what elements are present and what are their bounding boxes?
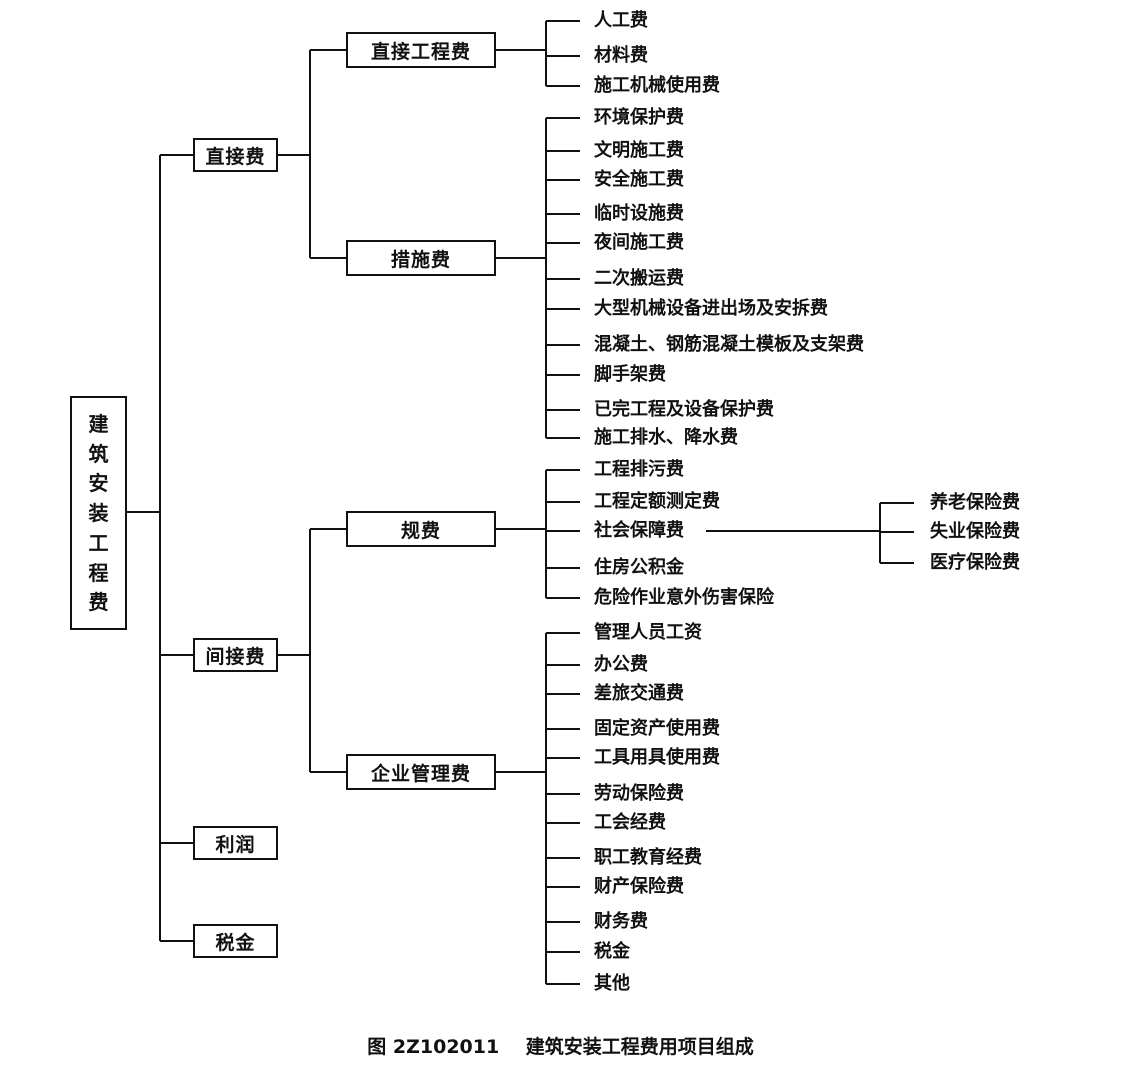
box-direct-cost: 直接费 [193,138,278,172]
leaf-item: 劳动保险费 [594,783,684,804]
leaf-item: 工程排污费 [594,459,684,480]
leaf-item: 工程定额测定费 [594,491,720,512]
leaf-item: 工会经费 [594,812,666,833]
leaf-item: 混凝土、钢筋混凝土模板及支架费 [594,334,864,355]
leaf-item: 管理人员工资 [594,622,702,643]
leaf-item: 施工排水、降水费 [594,427,738,448]
leaf-item: 材料费 [594,45,648,66]
leaf-item: 税金 [594,941,630,962]
root-char: 安 [88,471,109,496]
figure-title: 建筑安装工程费用项目组成 [525,1036,754,1058]
figure-caption: 图 2Z102011 建筑安装工程费用项目组成 [0,1032,1121,1059]
leaf-item: 环境保护费 [594,107,684,128]
leaf-item: 大型机械设备进出场及安拆费 [594,298,828,319]
box-direct-engineering-cost: 直接工程费 [346,32,496,68]
leaf-item: 财务费 [594,911,648,932]
leaf-item: 施工机械使用费 [594,75,720,96]
leaf-item: 二次搬运费 [594,268,684,289]
root-box-construction-cost: 建 筑 安 装 工 程 费 [70,396,127,630]
box-tax: 税金 [193,924,278,958]
leaf-item: 财产保险费 [594,876,684,897]
leaf-item: 文明施工费 [594,140,684,161]
leaf-item: 职工教育经费 [594,847,702,868]
leaf-item: 办公费 [594,654,648,675]
leaf-item: 安全施工费 [594,169,684,190]
leaf-item: 住房公积金 [594,557,684,578]
box-indirect-cost: 间接费 [193,638,278,672]
figure-number: 图 2Z102011 [367,1036,500,1058]
leaf-item: 已完工程及设备保护费 [594,399,774,420]
box-measures-cost: 措施费 [346,240,496,276]
leaf-item: 危险作业意外伤害保险 [594,587,774,608]
leaf-item: 其他 [594,973,630,994]
root-char: 建 [88,411,109,436]
box-enterprise-management-cost: 企业管理费 [346,754,496,790]
root-char: 工 [88,530,109,555]
leaf-item: 工具用具使用费 [594,747,720,768]
root-char: 程 [88,560,109,585]
leaf-item: 脚手架费 [594,364,666,385]
leaf-item: 失业保险费 [930,521,1020,542]
root-char: 装 [88,501,109,525]
leaf-item: 夜间施工费 [594,232,684,253]
leaf-item: 差旅交通费 [594,683,684,704]
leaf-item: 养老保险费 [930,492,1020,513]
root-char: 筑 [88,441,109,466]
root-char: 费 [88,590,109,615]
leaf-item: 人工费 [594,10,648,31]
box-profit: 利润 [193,826,278,860]
box-statutory-fees: 规费 [346,511,496,547]
leaf-item: 临时设施费 [594,203,684,224]
leaf-item: 固定资产使用费 [594,718,720,739]
leaf-item: 社会保障费 [594,520,684,541]
leaf-item: 医疗保险费 [930,552,1020,573]
